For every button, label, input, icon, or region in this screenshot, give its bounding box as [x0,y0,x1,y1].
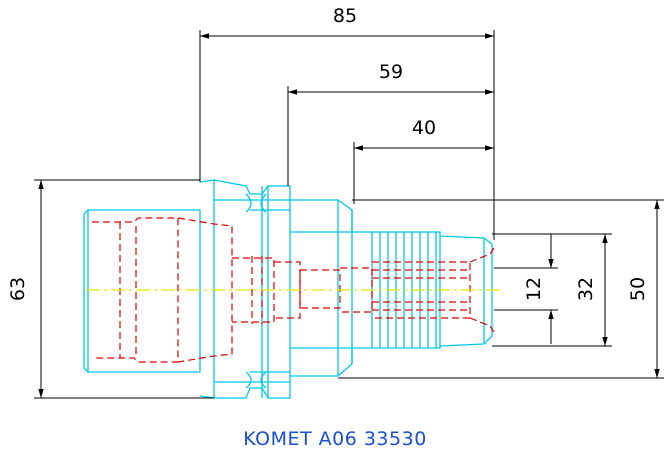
dim-40-label: 40 [412,117,436,139]
tool-holder-outline [83,179,493,399]
dim-59-label: 59 [379,61,403,83]
part-caption: KOMET A06 33530 [243,428,427,450]
dim-50-label: 50 [627,277,649,301]
dimension-lines [34,30,664,399]
dim-32-label: 32 [575,277,597,301]
dim-63-label: 63 [7,277,29,301]
dim-12-label: 12 [523,277,545,301]
dim-85-label: 85 [333,5,357,27]
